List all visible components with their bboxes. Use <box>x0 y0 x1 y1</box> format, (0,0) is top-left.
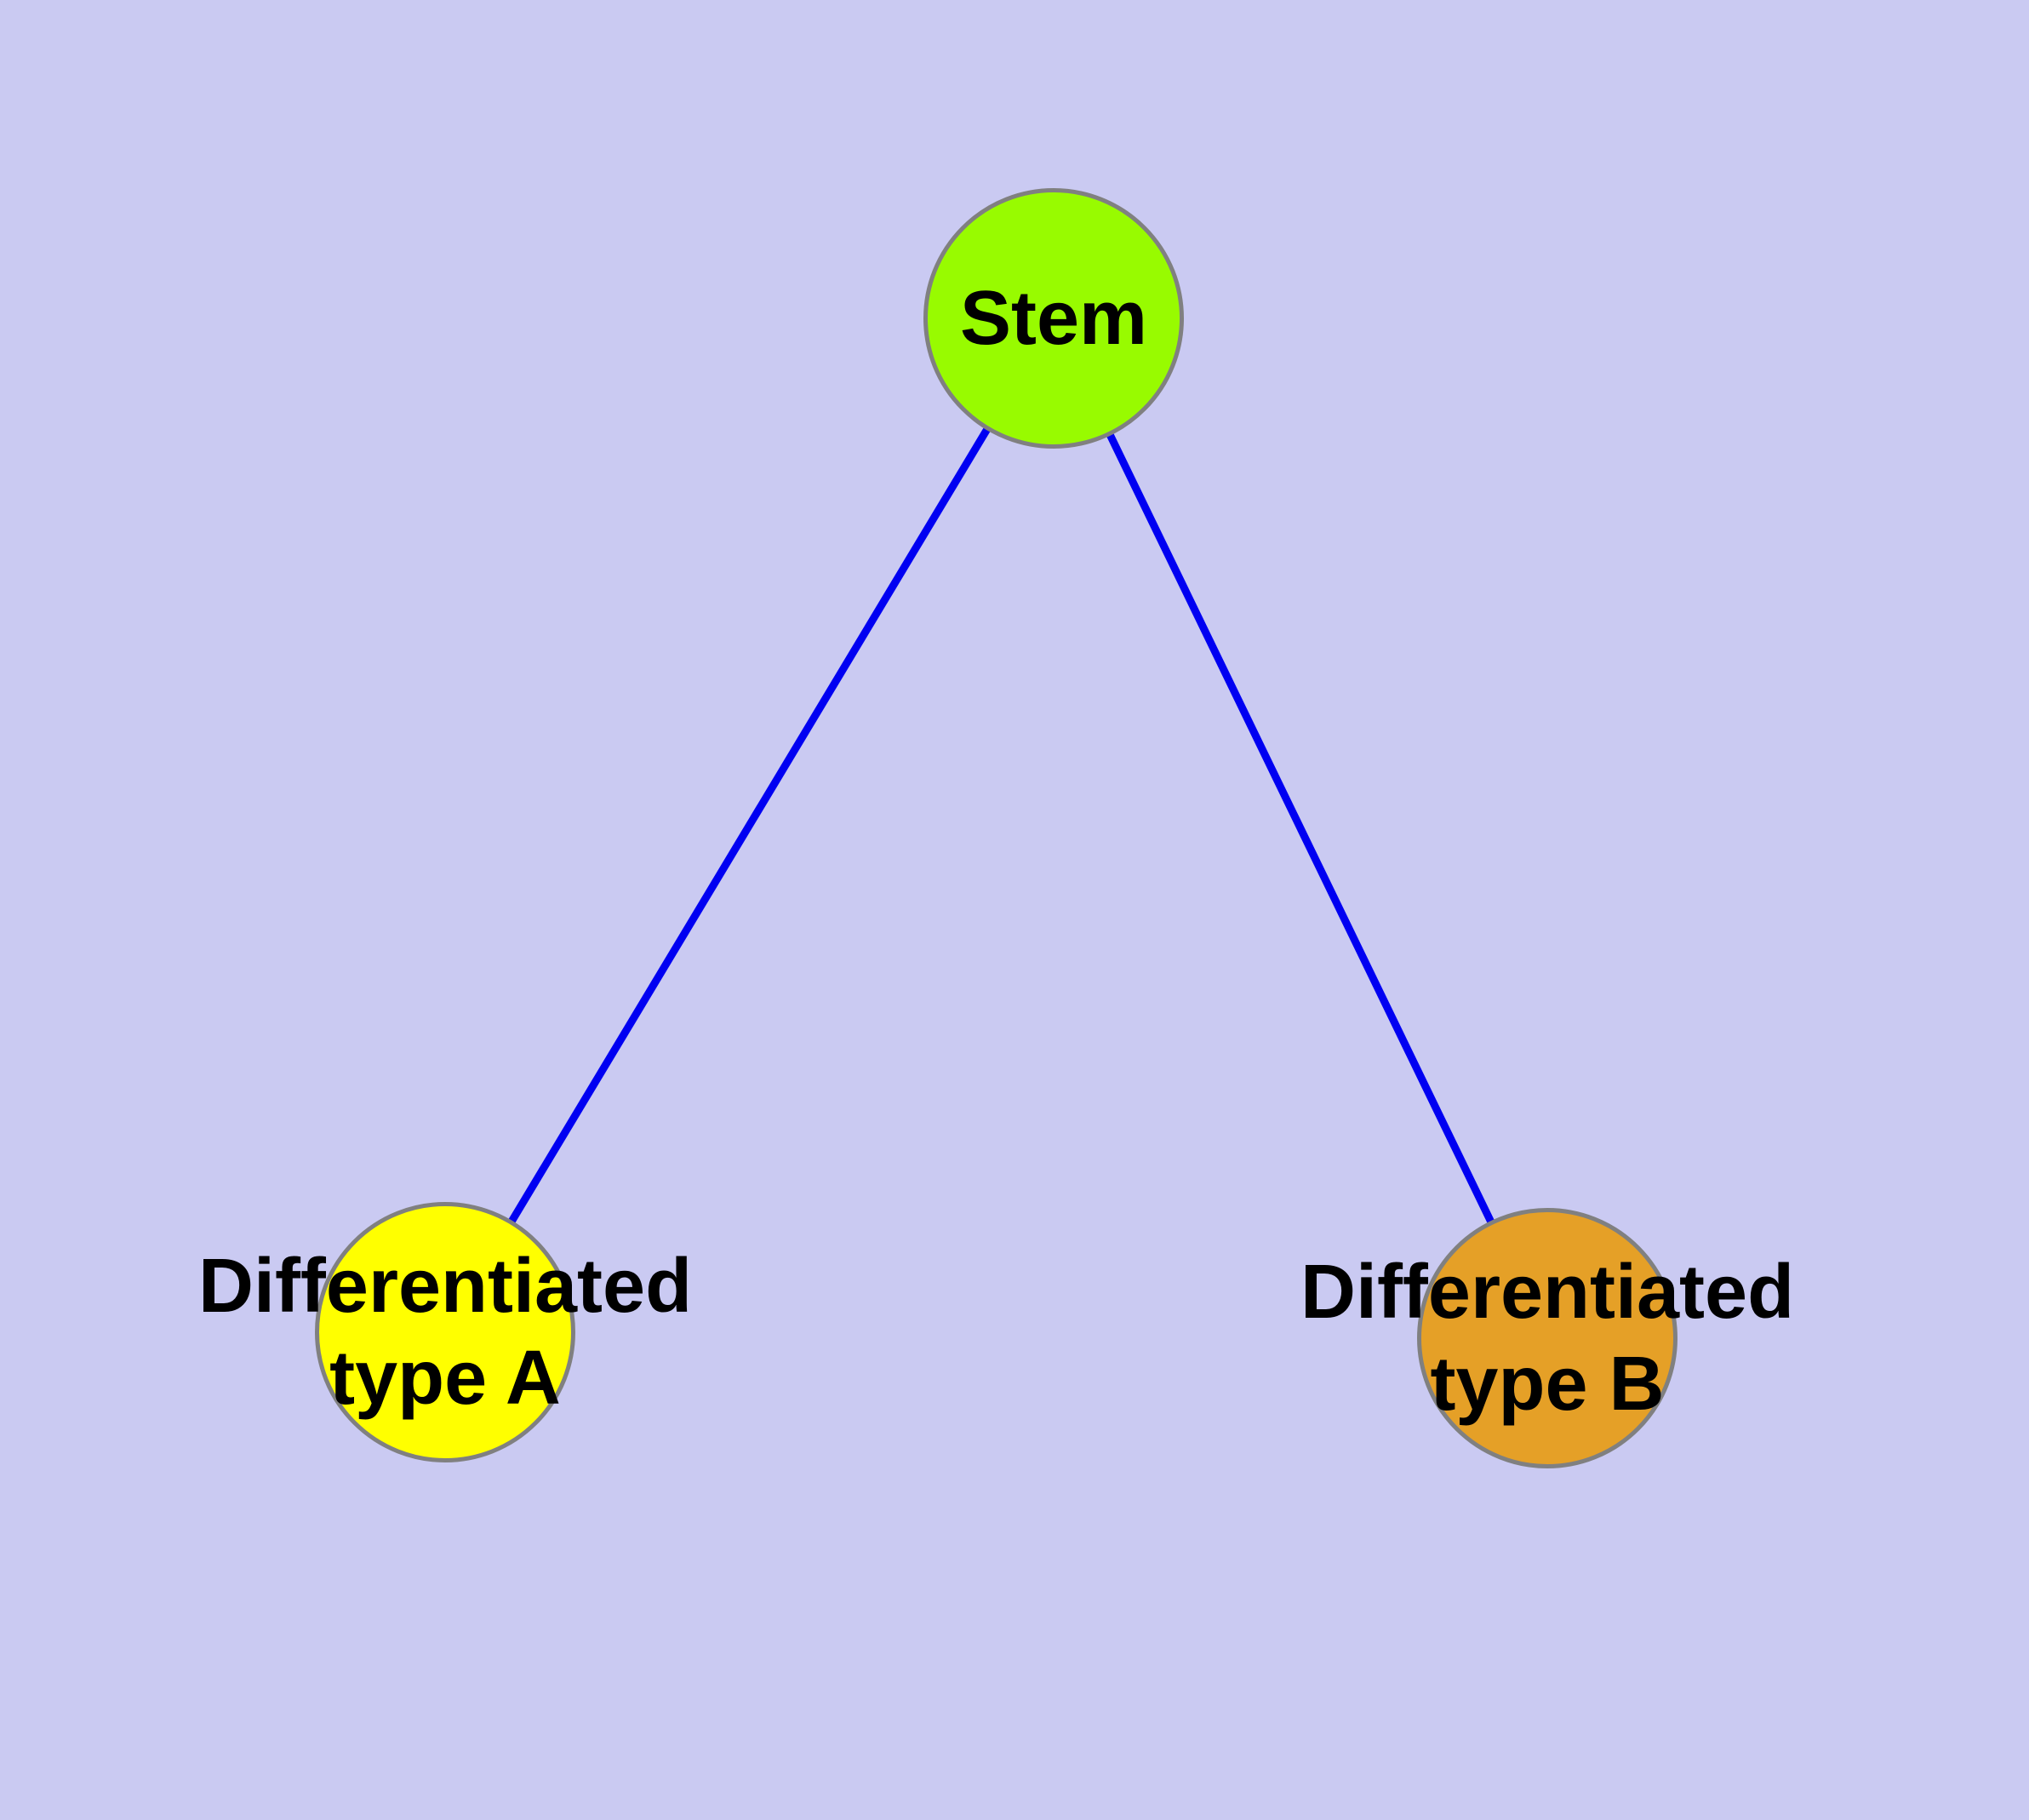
edge-stem-type-a <box>442 316 1057 1335</box>
edge-stem-type-b <box>1049 317 1552 1340</box>
